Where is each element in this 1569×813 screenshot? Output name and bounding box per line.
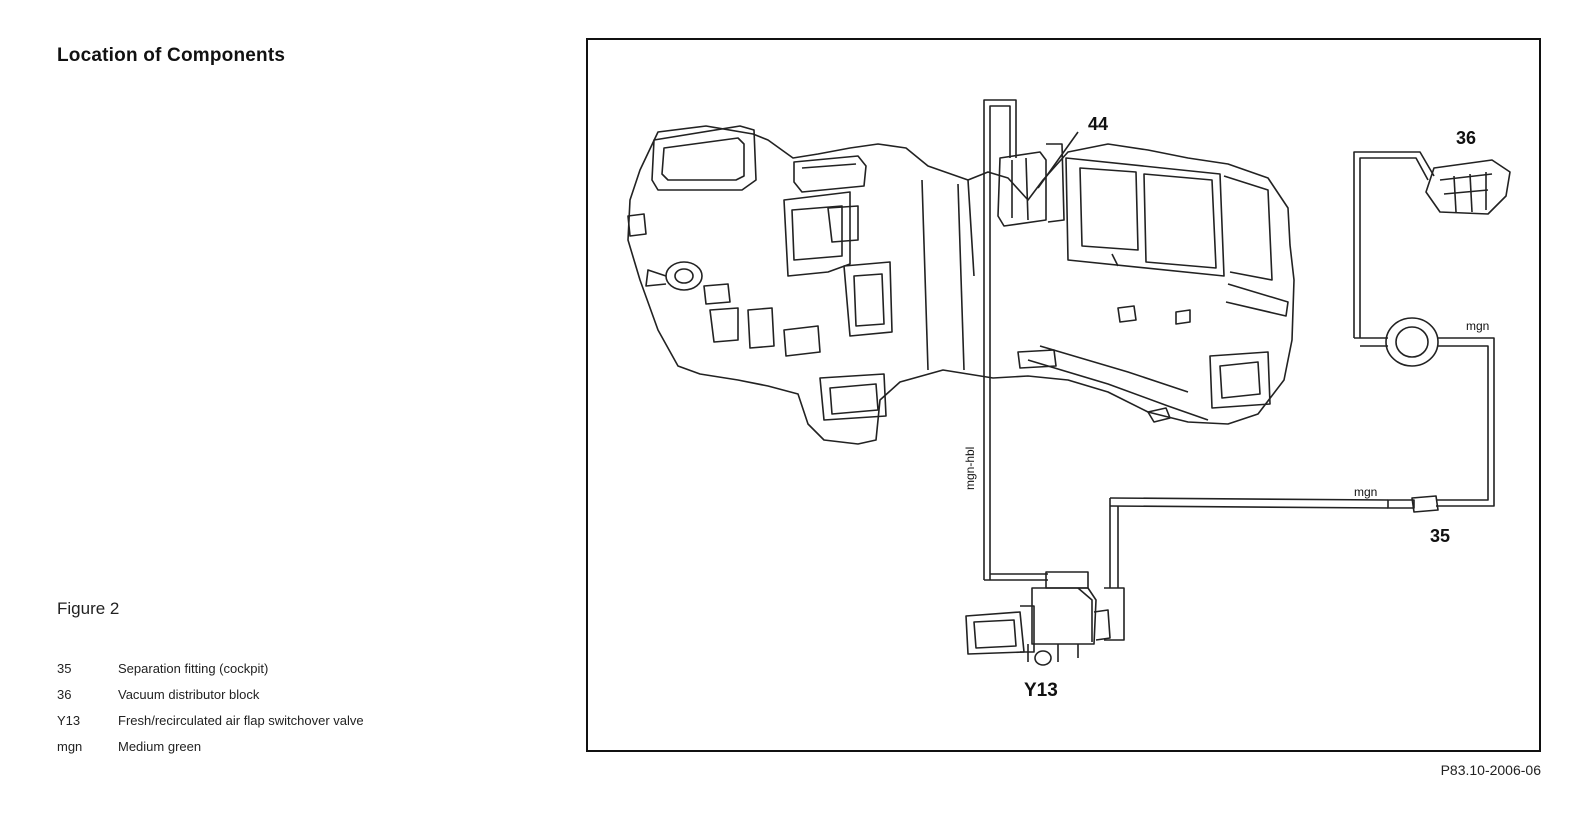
line-label-mgn-hbl: mgn-hbl	[963, 447, 977, 490]
legend-item: mgn Medium green	[57, 733, 364, 759]
callout-44: 44	[1088, 114, 1108, 134]
legend-item: 35 Separation fitting (cockpit)	[57, 655, 364, 681]
legend-item: Y13 Fresh/recirculated air flap switchov…	[57, 707, 364, 733]
callout-35: 35	[1430, 526, 1450, 546]
figure-caption: Figure 2	[57, 599, 120, 618]
legend-code: 36	[57, 686, 72, 702]
component-44	[997, 143, 1065, 227]
legend-code: Y13	[57, 712, 81, 728]
bulkhead-fitting	[1354, 317, 1495, 507]
legend-description: Medium green	[118, 738, 202, 754]
hvac-housing-drawing	[627, 125, 1295, 445]
legend-description: Fresh/recirculated air flap switchover v…	[118, 712, 364, 728]
vacuum-distributor-block	[1425, 159, 1511, 215]
vacuum-line-upper	[1353, 151, 1435, 338]
separation-fitting-35	[1109, 495, 1439, 513]
legend-code: mgn	[57, 738, 83, 754]
callout-36: 36	[1456, 128, 1476, 148]
callout-y13: Y13	[1024, 680, 1058, 701]
diagram-frame: 44 36 35 Y13 mgn-hbl mgn mgn	[586, 38, 1541, 752]
legend-code: 35	[57, 660, 72, 676]
figure-reference-code: P83.10-2006-06	[1440, 762, 1541, 778]
line-label-mgn-upper: mgn	[1466, 319, 1489, 333]
legend-description: Vacuum distributor block	[118, 686, 260, 702]
component-location-diagram: 44 36 35 Y13 mgn-hbl mgn mgn	[627, 99, 1511, 701]
page-title: Location of Components	[57, 45, 286, 66]
switchover-valve-y13	[965, 571, 1125, 666]
leader-line-44	[1037, 131, 1079, 189]
legend-description: Separation fitting (cockpit)	[118, 660, 269, 676]
vacuum-line-lower	[1109, 498, 1119, 588]
vacuum-line-mgn-hbl	[983, 99, 1048, 581]
component-legend: 35 Separation fitting (cockpit) 36 Vacuu…	[57, 655, 364, 759]
line-label-mgn-lower: mgn	[1354, 485, 1377, 499]
legend-item: 36 Vacuum distributor block	[57, 681, 364, 707]
